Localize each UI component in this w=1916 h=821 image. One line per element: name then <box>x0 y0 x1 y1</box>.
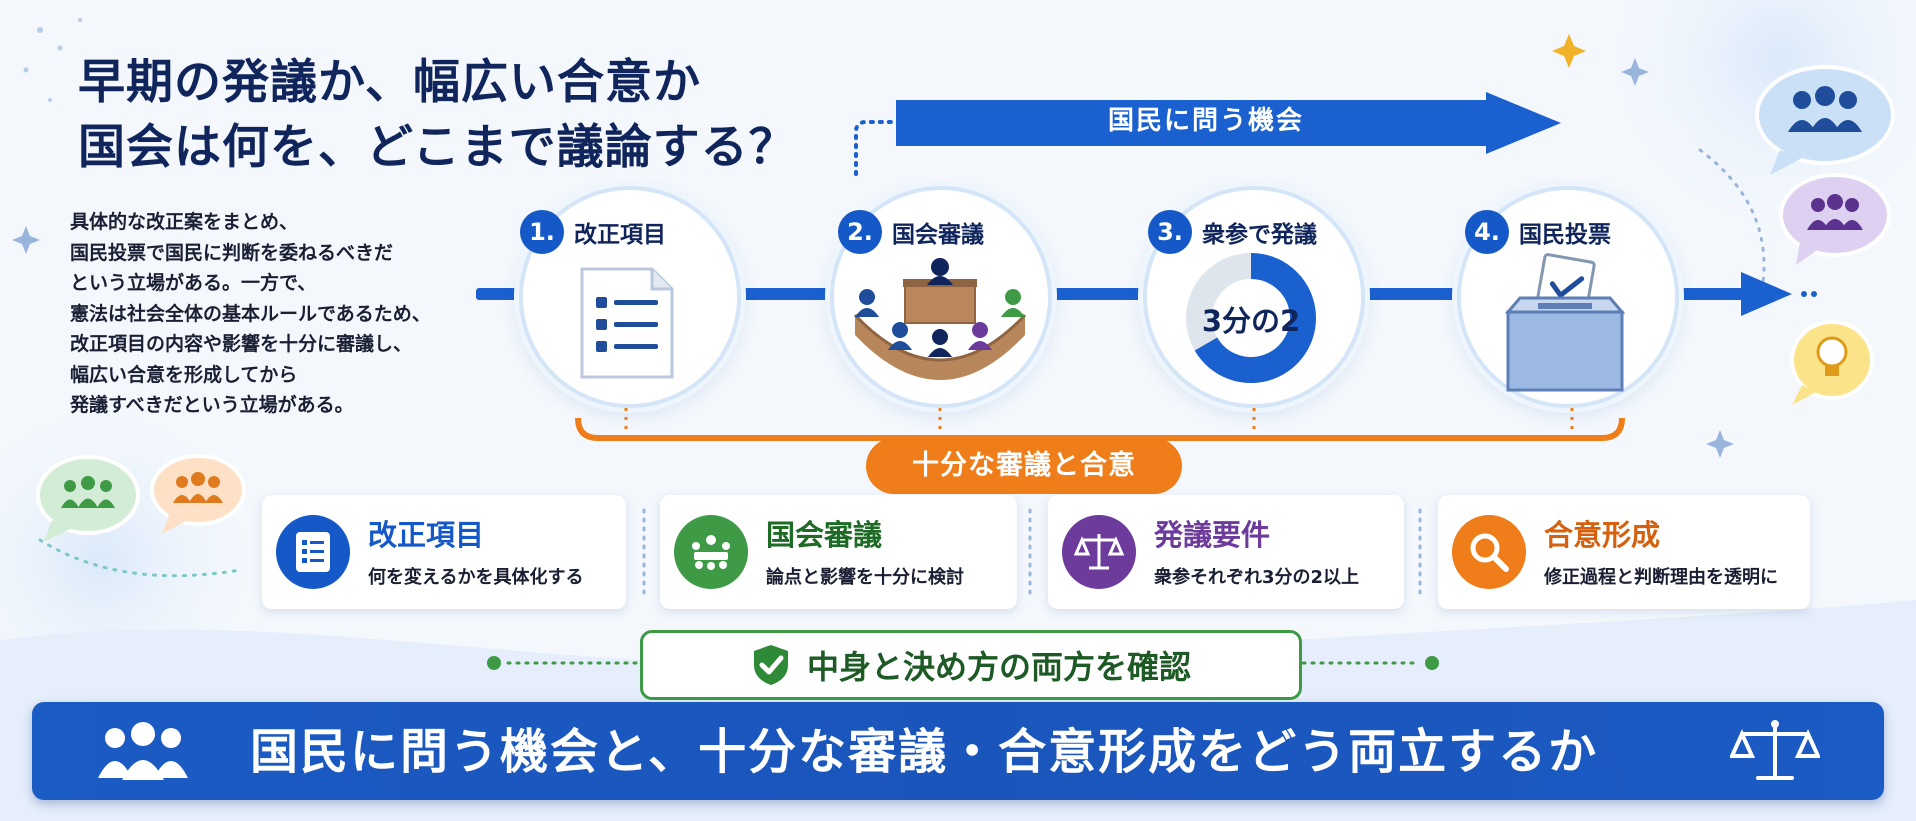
step-header-3: 3. 衆参で発議 <box>1148 210 1317 254</box>
step-title: 衆参で発議 <box>1202 222 1317 248</box>
confirm-dotted-line <box>487 656 1439 670</box>
confirm-label: 中身と決め方の両方を確認 <box>806 648 1191 686</box>
top-arrow-label: 国民に問う機会 <box>1107 106 1304 136</box>
left-speech-bubbles <box>36 454 246 542</box>
card-title: 改正項目 <box>368 518 485 552</box>
timeline-arrow <box>476 272 1817 316</box>
card-subtitle: 衆参それぞれ3分の2以上 <box>1154 567 1360 588</box>
description-line: 国民投票で国民に判断を委ねるべきだ <box>70 241 394 264</box>
speech-bubbles <box>1755 65 1895 405</box>
step-number: 4. <box>1465 210 1509 254</box>
step-number: 1. <box>520 210 564 254</box>
shield-check-icon <box>753 645 788 685</box>
card-subtitle: 論点と影響を十分に検討 <box>766 567 964 588</box>
dotted-connector <box>854 120 900 176</box>
step-title: 国民投票 <box>1519 222 1611 248</box>
brace-label: 十分な審議と合意 <box>866 438 1182 494</box>
confirm-box: 中身と決め方の両方を確認 <box>640 630 1302 700</box>
donut-icon <box>1186 253 1316 383</box>
document-icon <box>276 515 350 589</box>
card-title: 国会審議 <box>766 518 883 552</box>
card-dividers <box>642 508 1422 602</box>
assembly-icon <box>853 258 1027 380</box>
card-title: 合意形成 <box>1544 518 1661 552</box>
people-icon <box>98 722 188 780</box>
card-3: 発議要件 衆参それぞれ3分の2以上 <box>1048 495 1404 609</box>
donut-fill <box>1194 253 1316 383</box>
meeting-icon <box>674 515 748 589</box>
top-arrow <box>896 92 1561 154</box>
step-header-4: 4. 国民投票 <box>1465 210 1611 254</box>
checklist-icon <box>580 267 674 379</box>
banner-label: 国民に問う機会と、十分な審議・合意形成をどう両立するか <box>250 724 1599 780</box>
card-title: 発議要件 <box>1154 518 1271 552</box>
scales-icon <box>1730 720 1820 780</box>
step-header-2: 2. 国会審議 <box>838 210 984 254</box>
description-line: という立場がある。一方で、 <box>70 272 317 294</box>
donut-label: 3分の2 <box>1201 304 1301 338</box>
card-subtitle: 修正過程と判断理由を透明に <box>1544 567 1778 588</box>
step-header-1: 1. 改正項目 <box>520 210 666 254</box>
description-line: 改正項目の内容や影響を十分に審議し、 <box>70 333 413 355</box>
page-title: 早期の発議か、幅広い合意か 国会は何を、どこまで議論する？ <box>78 50 797 180</box>
people-bubble-icon <box>1779 173 1891 265</box>
description-line: 具体的な改正案をまとめ、 <box>70 211 299 233</box>
step-title: 改正項目 <box>574 222 666 248</box>
card-2: 国会審議 論点と影響を十分に検討 <box>660 495 1017 609</box>
description-line: 幅広い合意を形成してから <box>70 363 298 386</box>
title-line-1: 早期の発議か、幅広い合意か <box>78 55 702 110</box>
description-line: 憲法は社会全体の基本ルールであるため、 <box>70 302 431 325</box>
title-line-2: 国会は何を、どこまで議論する？ <box>78 120 797 175</box>
card-subtitle: 何を変えるかを具体化する <box>368 567 584 588</box>
people-bubble-icon <box>1755 65 1895 175</box>
description-text: 具体的な改正案をまとめ、 国民投票で国民に判断を委ねるべきだ という立場がある。… <box>70 207 490 421</box>
step-number: 3. <box>1148 210 1192 254</box>
people-bubble-icon <box>36 455 140 542</box>
bottom-banner <box>32 702 1884 800</box>
lightbulb-bubble-icon <box>1790 320 1874 405</box>
step-title: 国会審議 <box>892 222 984 248</box>
ballot-box-icon <box>1504 253 1626 392</box>
scales-icon <box>1062 515 1136 589</box>
card-4: 合意形成 修正過程と判断理由を透明に <box>1438 495 1810 609</box>
magnifier-icon <box>1452 515 1526 589</box>
card-1: 改正項目 何を変えるかを具体化する <box>262 495 626 609</box>
step-number: 2. <box>838 210 882 254</box>
people-bubble-icon <box>150 454 246 534</box>
sparkle-icon <box>1552 34 1586 68</box>
description-line: 発議すべきだという立場がある。 <box>70 394 354 416</box>
